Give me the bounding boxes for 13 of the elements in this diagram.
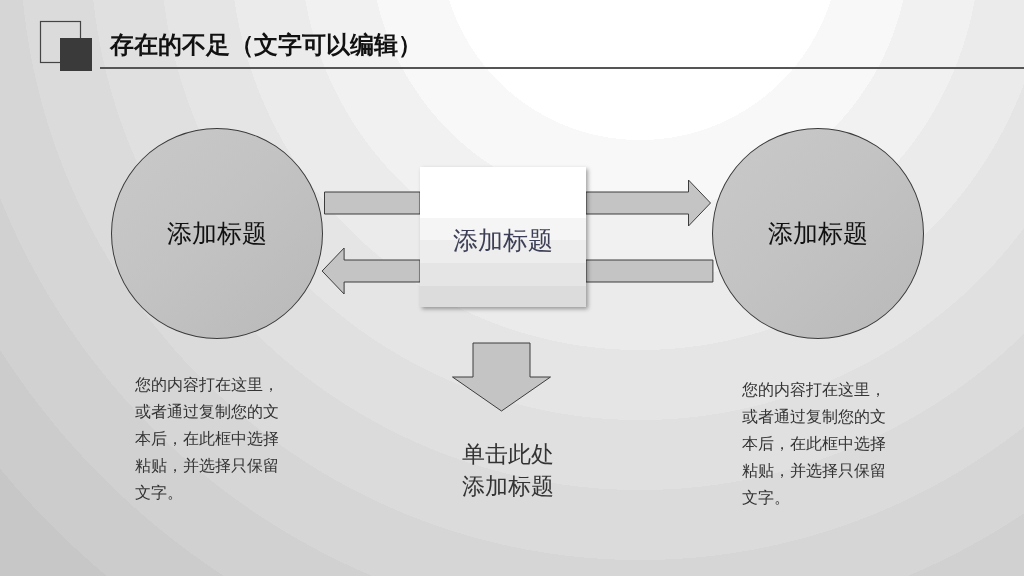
connector-bar bbox=[585, 259, 714, 283]
title-card bbox=[420, 167, 586, 307]
node-title: 添加标题 bbox=[453, 226, 553, 256]
slide-title: 存在的不足（文字可以编辑） bbox=[110, 30, 422, 60]
block-arrow bbox=[452, 342, 551, 412]
body-text: 您的内容打在这里，或者通过复制您的文本后，在此框中选择粘贴，并选择只保留文字。 bbox=[742, 379, 887, 509]
title-text: 单击此处添加标题 bbox=[462, 438, 554, 502]
block-arrow bbox=[321, 247, 421, 295]
node-title: 添加标题 bbox=[768, 218, 868, 249]
block-arrow bbox=[585, 179, 711, 227]
connector-bar bbox=[324, 191, 421, 215]
body-text: 您的内容打在这里，或者通过复制您的文本后，在此框中选择粘贴，并选择只保留文字。 bbox=[135, 374, 280, 504]
node-title: 添加标题 bbox=[167, 218, 267, 249]
